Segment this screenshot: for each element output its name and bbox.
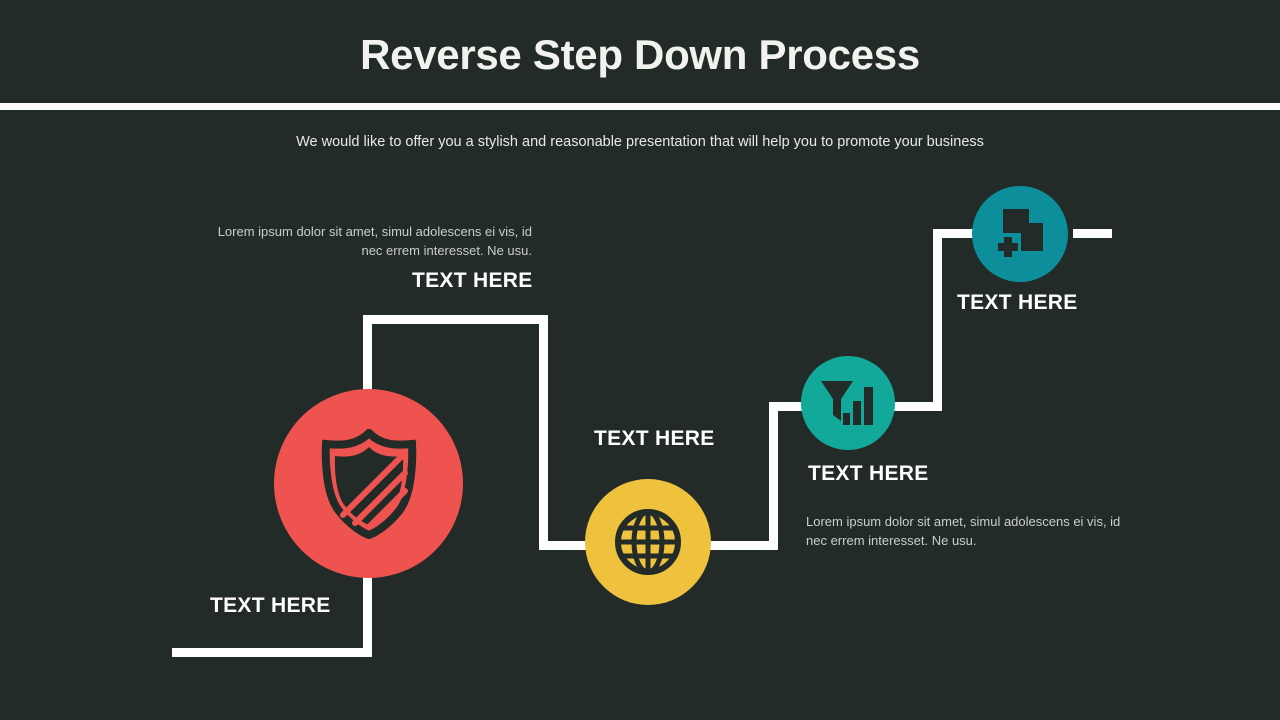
globe-icon xyxy=(610,504,686,580)
connector-segment-trailing-dash xyxy=(1073,229,1112,238)
step-funnel-body: Lorem ipsum dolor sit amet, simul adoles… xyxy=(806,514,1121,548)
funnel-chart-icon xyxy=(819,377,877,429)
page-title: Reverse Step Down Process xyxy=(360,31,920,78)
document-add-icon xyxy=(991,205,1049,263)
connector-segment-bottom-horizontal xyxy=(172,648,372,657)
step-document-label: TEXT HERE xyxy=(957,291,1078,314)
step-shield-upper-label: TEXT HERE xyxy=(412,269,533,292)
connector-segment-document-up xyxy=(933,229,942,411)
connector-segment-upper-horizontal xyxy=(363,315,548,324)
connector-segment-funnel-up xyxy=(769,402,778,550)
step-shield-label: TEXT HERE xyxy=(210,594,331,617)
step-funnel-label: TEXT HERE xyxy=(808,462,929,485)
header-band xyxy=(0,0,1280,103)
step-globe-circle[interactable] xyxy=(585,479,711,605)
step-shield-body: Lorem ipsum dolor sit amet, simul adoles… xyxy=(217,224,532,258)
shield-icon xyxy=(317,428,421,539)
page-subtitle: We would like to offer you a stylish and… xyxy=(296,134,984,150)
step-document-circle[interactable] xyxy=(972,186,1068,282)
connector-segment-globe-down xyxy=(539,315,548,550)
header-divider xyxy=(0,103,1280,110)
step-shield-circle[interactable] xyxy=(274,389,463,578)
step-funnel-circle[interactable] xyxy=(801,356,895,450)
step-globe-label: TEXT HERE xyxy=(594,427,715,450)
